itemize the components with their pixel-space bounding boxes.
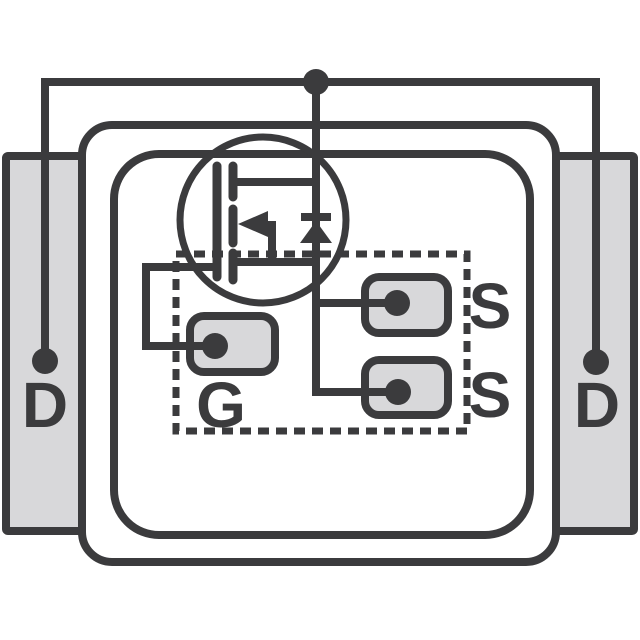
left-drain-contact-dot bbox=[32, 348, 58, 374]
gate-pad-contact-dot bbox=[202, 333, 228, 359]
source-label-bottom: S bbox=[469, 359, 512, 431]
source-pad-bottom-contact-dot bbox=[385, 379, 411, 405]
gate-wire bbox=[142, 263, 218, 350]
right-drain-contact-dot bbox=[583, 349, 609, 375]
gate-label: G bbox=[196, 369, 246, 441]
mosfet-symbol-circle bbox=[176, 133, 350, 307]
source-label-top: S bbox=[469, 270, 512, 342]
drain-rail-junction-dot bbox=[303, 69, 329, 95]
drain-label-right: D bbox=[574, 369, 620, 441]
mosfet-source-arrow bbox=[238, 211, 268, 237]
drain-label-left: D bbox=[22, 369, 68, 441]
source-pad-top-contact-dot bbox=[384, 290, 410, 316]
drain-source-vertical-wire bbox=[312, 82, 398, 396]
